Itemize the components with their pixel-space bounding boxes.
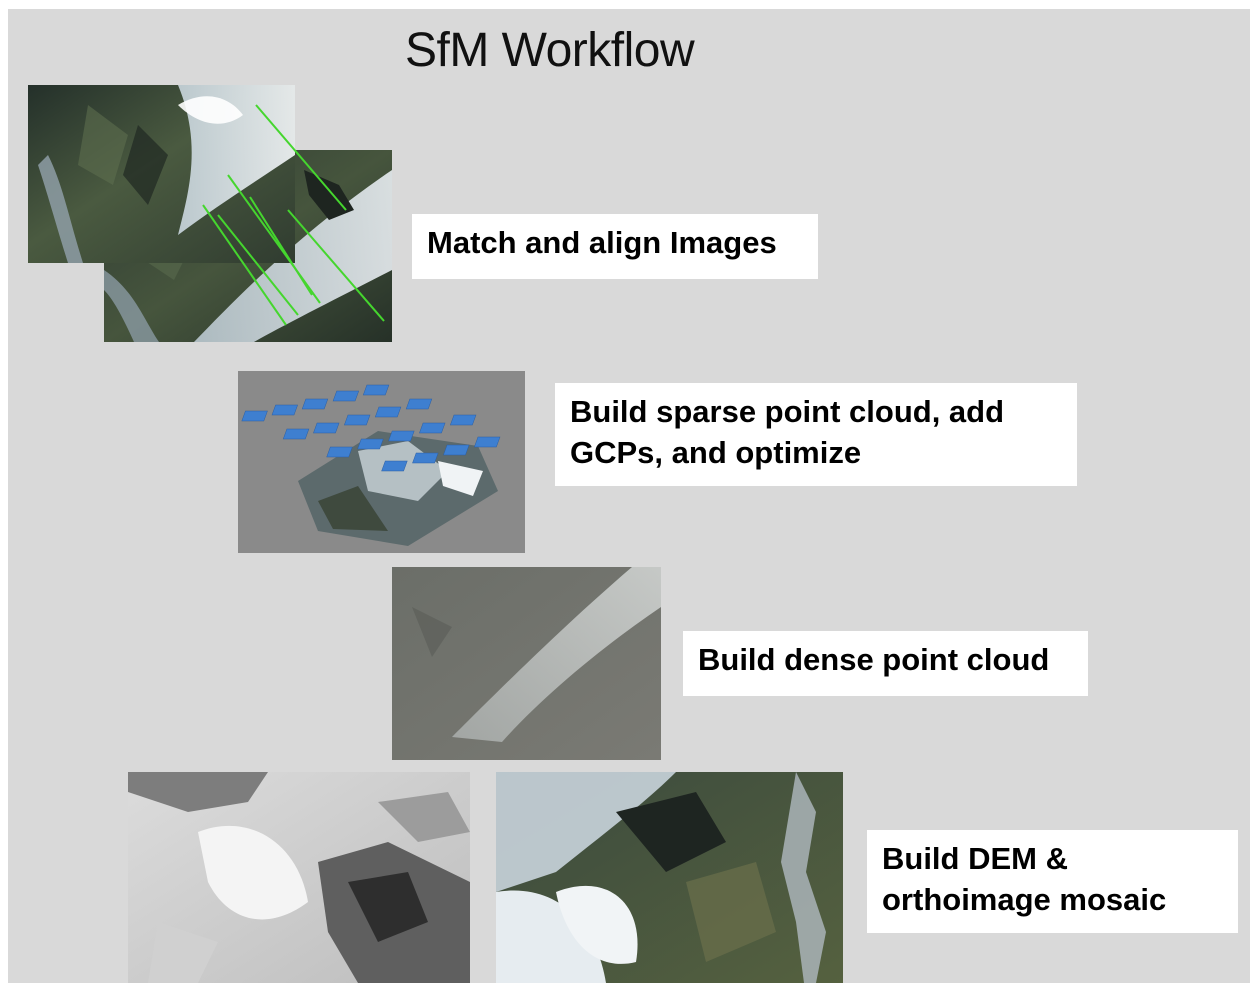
- orthoimage-mosaic: [496, 772, 843, 983]
- aerial-glacier-photo-left: [28, 85, 295, 263]
- sparse-point-cloud-camera-render: [238, 371, 525, 553]
- step-4-text-line-1: Build DEM &: [882, 841, 1068, 876]
- step-3-label: Build dense point cloud: [683, 631, 1088, 696]
- match-lines: [202, 104, 385, 326]
- step-4-label: Build DEM & orthoimage mosaic: [867, 830, 1238, 933]
- dense-point-cloud-render: [392, 567, 661, 760]
- step-2-label: Build sparse point cloud, add GCPs, and …: [555, 383, 1077, 486]
- step-1-text: Match and align Images: [427, 225, 777, 260]
- slide: SfM Workflow: [8, 9, 1250, 983]
- step-3-text: Build dense point cloud: [698, 642, 1050, 677]
- step-1-label: Match and align Images: [412, 214, 818, 279]
- step-4-text-line-2: orthoimage mosaic: [882, 882, 1167, 917]
- step-2-text-line-1: Build sparse point cloud, add: [570, 394, 1005, 429]
- step-2-text-line-2: GCPs, and optimize: [570, 435, 862, 470]
- dem-hillshade: [128, 772, 470, 983]
- slide-title: SfM Workflow: [405, 24, 695, 77]
